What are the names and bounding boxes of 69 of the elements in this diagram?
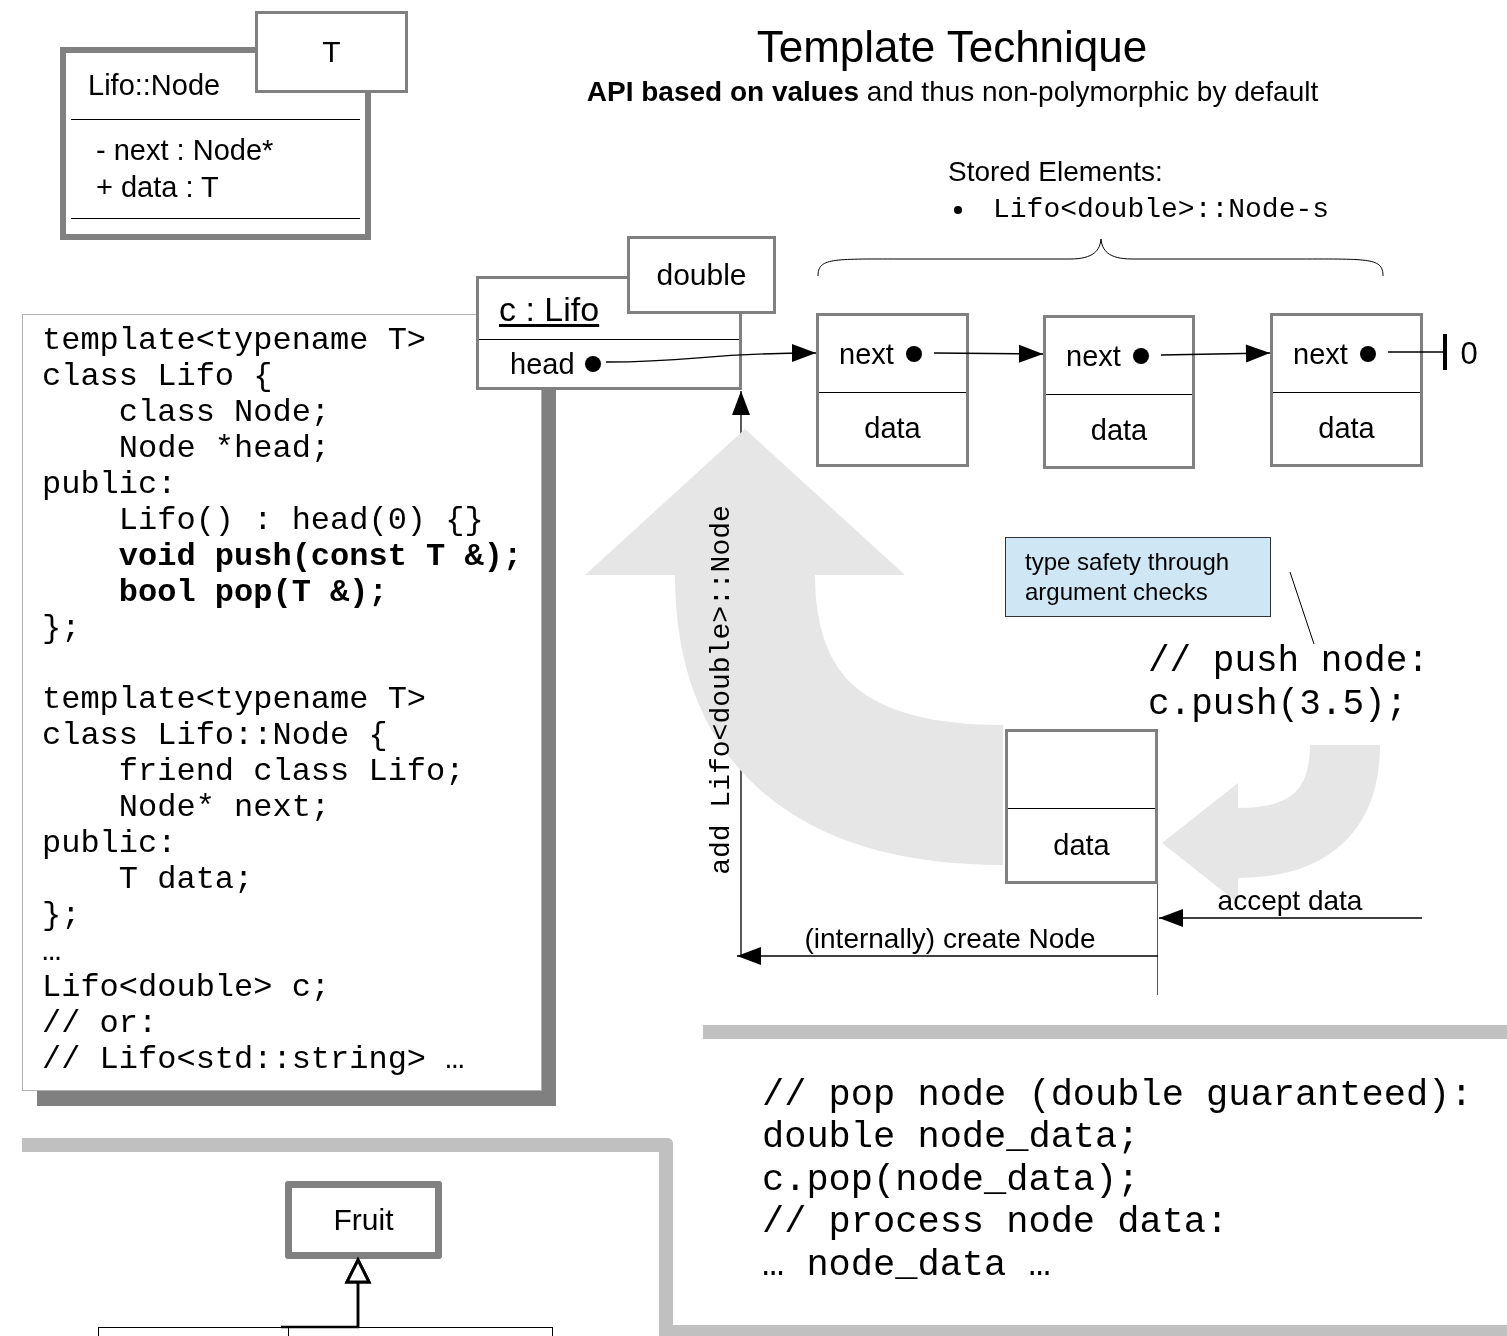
class-name: Lifo::Node: [87, 68, 222, 103]
curved-arrow: [585, 429, 1006, 865]
code-line: void push(const T &);: [117, 539, 523, 575]
heading-text: Stored Elements:: [948, 155, 1164, 189]
code-line: …: [42, 934, 62, 970]
code-line: T data;: [117, 862, 254, 898]
code-line: … node_data …: [762, 1244, 1051, 1286]
code-line: // push node:: [1148, 640, 1429, 683]
parameter-label: double: [656, 260, 747, 290]
code-line: Lifo<double> c;: [42, 970, 331, 1006]
class-box: [285, 1181, 442, 1259]
arrow: [933, 344, 1044, 363]
object-name: c : Lifo: [499, 290, 600, 328]
list-node-box: [816, 313, 969, 467]
code-line: Node* next;: [117, 790, 331, 826]
panel-frame: [22, 1138, 673, 1336]
field-label: head: [510, 347, 575, 382]
template-parameter-box: [627, 236, 776, 314]
code-line: class Node;: [117, 395, 331, 431]
arrow: [1160, 344, 1271, 363]
field-label: next: [1293, 339, 1348, 369]
inheritance-arrow: [345, 1258, 371, 1327]
edge-label: (internally) create Node: [803, 922, 1097, 956]
leader-line: [1289, 571, 1315, 645]
code-line: public:: [42, 826, 177, 862]
null-value: 0: [1460, 337, 1478, 369]
code-line: c.pop(node_data);: [762, 1159, 1140, 1201]
arrow: [605, 344, 817, 363]
code-line: Lifo() : head(0) {}: [117, 503, 484, 539]
parameter-label: T: [322, 37, 341, 67]
attribute-text: + data : T: [96, 170, 220, 205]
field-label: data: [1318, 414, 1375, 443]
code-line: };: [42, 611, 81, 647]
code-line: Node *head;: [117, 431, 331, 467]
code-line: template<typename T>: [42, 682, 427, 718]
code-line: template<typename T>: [42, 323, 427, 359]
field-label: data: [864, 414, 921, 443]
list-node-box: [1043, 315, 1195, 469]
null-terminator-line: [1387, 332, 1447, 372]
code-line: class Lifo::Node {: [42, 718, 388, 754]
note-text: type safety through argument checks: [1025, 547, 1231, 607]
attribute-text: - next : Node*: [96, 133, 275, 168]
field-label: next: [839, 339, 894, 369]
code-line: // pop node (double guaranteed):: [762, 1074, 1473, 1116]
field-label: data: [1053, 830, 1110, 860]
arrow: [1158, 909, 1423, 927]
code-line: public:: [42, 467, 177, 503]
edge-label: add Lifo<double>::Node: [705, 504, 738, 877]
code-line: class Lifo {: [42, 359, 273, 395]
subtitle: API based on values and thus non-polymorphic by default: [585, 75, 1320, 109]
code-line: };: [42, 898, 81, 934]
field-label: data: [1090, 416, 1148, 445]
template-parameter-box: [255, 11, 408, 93]
edge-label: accept data: [1216, 884, 1364, 918]
list-node-box: [1005, 729, 1158, 884]
code-line: // Lifo<std::string> …: [42, 1042, 465, 1078]
note-box: [1005, 537, 1271, 617]
arrow: [736, 947, 1159, 965]
list-item: Lifo<double>::Node-s: [993, 193, 1330, 227]
field-label: next: [1066, 341, 1121, 371]
code-line: double node_data;: [762, 1116, 1140, 1158]
code-line: friend class Lifo;: [117, 754, 465, 790]
code-line: c.push(3.5);: [1148, 683, 1408, 726]
class-name: Fruit: [333, 1205, 394, 1235]
title: Template Technique: [755, 21, 1149, 73]
code-line: bool pop(T &);: [117, 575, 388, 611]
list-node-box: [1270, 313, 1423, 467]
code-line: // process node data:: [762, 1201, 1229, 1243]
code-line: // or:: [42, 1006, 158, 1042]
